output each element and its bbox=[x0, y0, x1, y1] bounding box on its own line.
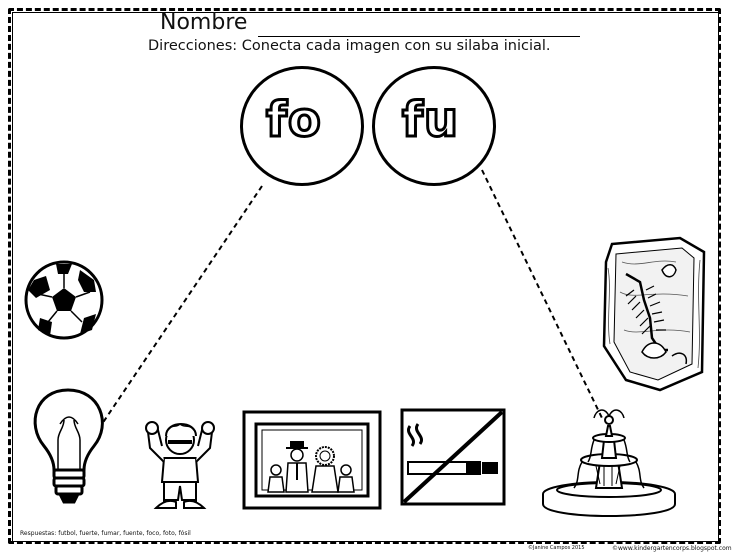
no-smoking-icon bbox=[400, 408, 506, 506]
blog-credit: ©www.kindergartencorps.blogspot.com bbox=[612, 545, 732, 552]
dashed-border bbox=[8, 8, 721, 544]
copyright-text: ©Janine Campos 2015 bbox=[528, 545, 585, 551]
fountain-icon bbox=[542, 409, 676, 517]
syllable-fo: fo bbox=[265, 91, 323, 150]
light-bulb-icon bbox=[33, 388, 104, 504]
syllable-fu: fu bbox=[400, 91, 460, 150]
family-photo-icon bbox=[242, 410, 382, 510]
fossil-icon bbox=[602, 236, 706, 392]
syllable-circle-fu[interactable] bbox=[372, 66, 496, 186]
soccer-ball-icon bbox=[24, 260, 104, 340]
connection-line-fo bbox=[101, 185, 263, 425]
name-label: Nombre bbox=[160, 10, 248, 35]
strong-boy-icon bbox=[145, 421, 215, 509]
name-line[interactable] bbox=[258, 36, 580, 37]
connection-line-fu bbox=[481, 169, 603, 419]
syllable-circle-fo[interactable] bbox=[240, 66, 364, 186]
directions-text: Direcciones: Conecta cada imagen con su … bbox=[148, 38, 551, 54]
inner-border bbox=[12, 12, 719, 542]
answer-key: Respuestas: futbol, fuerte, fumar, fuent… bbox=[20, 530, 191, 537]
